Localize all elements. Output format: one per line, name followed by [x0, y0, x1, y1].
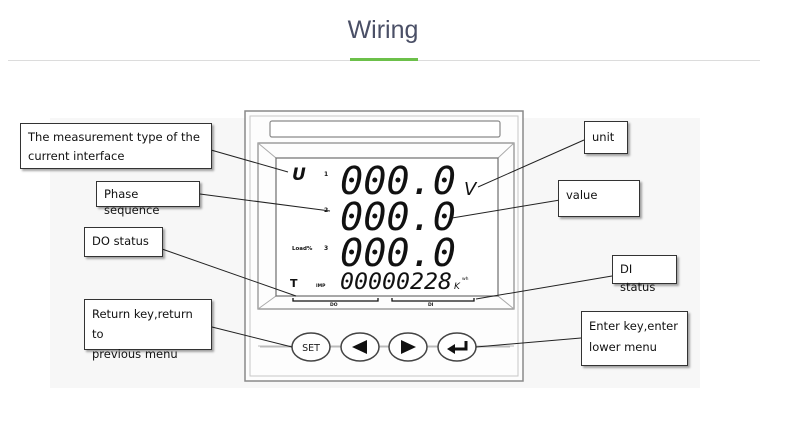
- lcd-row-1-value: 000.0: [340, 159, 456, 203]
- callout-return-key: Return key,return to previous menu: [84, 299, 212, 361]
- lcd-content: U 1 2 3 Load% 000.0 000.0 000.0 V T IMP …: [290, 159, 478, 308]
- di-status-bar: [391, 298, 475, 302]
- lcd-row-3-value: 000.0: [340, 231, 456, 275]
- meter-top-slot: [269, 120, 501, 138]
- leader-unit: [477, 139, 585, 188]
- callout-di-status: DI status: [612, 255, 677, 294]
- phase-1-marker: 1: [324, 171, 328, 178]
- callout-measurement-type-line-2: current interface: [28, 149, 125, 163]
- lcd-screen: [275, 157, 499, 297]
- do-status-bar: [292, 298, 379, 302]
- callout-enter-key-line-2: lower menu: [589, 340, 657, 354]
- callout-do-status-text: DO status: [92, 234, 149, 248]
- callout-phase-sequence-text: Phase sequence: [104, 187, 160, 217]
- callout-di-status-text: DI status: [620, 262, 656, 294]
- phase-3-marker: 3: [324, 245, 328, 252]
- energy-unit: K: [454, 282, 461, 292]
- di-label: DI: [428, 302, 434, 308]
- leader-return-key: [211, 326, 293, 348]
- energy-unit-sup: wh: [462, 276, 469, 282]
- measurement-type-symbol: U: [292, 165, 306, 185]
- imp-label: IMP: [316, 283, 326, 289]
- callout-unit: unit: [584, 121, 628, 154]
- leader-do-status: [161, 248, 297, 297]
- leader-value: [451, 199, 561, 219]
- enter-key[interactable]: [437, 332, 477, 362]
- page-title: Wiring: [347, 16, 419, 44]
- callout-value-text: value: [566, 188, 598, 202]
- set-key[interactable]: SET: [291, 332, 331, 362]
- callout-measurement-type: The measurement type of the current inte…: [20, 123, 212, 169]
- total-symbol: T: [290, 277, 298, 290]
- leader-enter-key: [475, 337, 582, 348]
- callout-return-key-line-2: previous menu: [92, 347, 178, 361]
- energy-value: 00000228: [340, 270, 452, 295]
- right-triangle-icon: [401, 340, 416, 354]
- callout-return-key-line-1: Return key,return to: [92, 307, 193, 341]
- callout-leaders: [161, 139, 613, 348]
- callout-unit-text: unit: [592, 130, 615, 144]
- left-key[interactable]: [340, 332, 380, 362]
- lcd-row-2-value: 000.0: [340, 195, 456, 239]
- callout-phase-sequence: Phase sequence: [96, 181, 200, 217]
- load-percent-label: Load%: [292, 246, 313, 252]
- meter-keys: SET: [260, 332, 510, 362]
- callout-value: value: [558, 180, 640, 217]
- left-triangle-icon: [352, 340, 367, 354]
- set-key-label: SET: [302, 343, 320, 354]
- unit-symbol: V: [464, 179, 478, 200]
- callout-do-status: DO status: [84, 227, 163, 257]
- enter-arrow-icon: [454, 341, 468, 351]
- do-label: DO: [330, 302, 338, 308]
- callout-enter-key: Enter key,enter lower menu: [581, 311, 688, 366]
- leader-measurement-type: [210, 149, 289, 173]
- right-key[interactable]: [388, 332, 428, 362]
- callout-enter-key-line-1: Enter key,enter: [589, 319, 678, 333]
- leader-phase-sequence: [199, 193, 331, 212]
- leader-di-status: [475, 275, 613, 300]
- callout-measurement-type-line-1: The measurement type of the: [28, 130, 200, 144]
- title-accent-bar: [350, 58, 418, 61]
